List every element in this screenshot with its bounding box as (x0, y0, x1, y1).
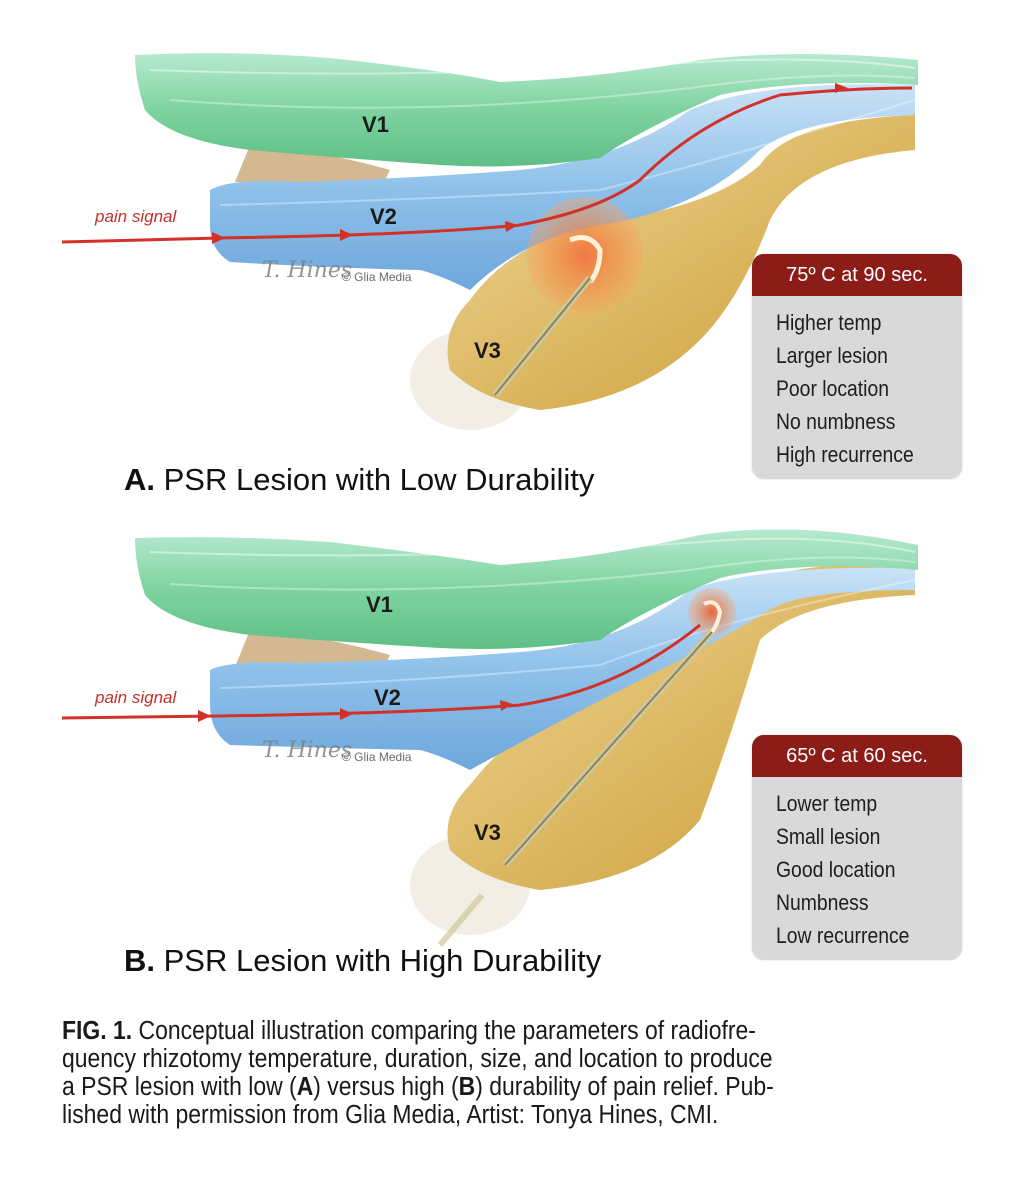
panel-b: V1 V2 V3 pain signal T. Hines © Glia Med… (0, 500, 1009, 990)
caption-panel-ref: A (296, 1073, 314, 1101)
lesion-area-b (688, 588, 736, 636)
parameter-item: Poor location (776, 376, 890, 401)
parameter-box-a: 75º C at 90 sec. Higher temp Larger lesi… (752, 254, 962, 479)
parameter-item: Good location (776, 857, 896, 882)
panel-b-title-text: PSR Lesion with High Durability (155, 943, 602, 978)
figure-caption: FIG. 1. Conceptual illustration comparin… (62, 1017, 952, 1129)
panel-a-letter: A. (124, 462, 155, 497)
caption-text: ) versus high ( (313, 1073, 459, 1101)
panel-b-title: B. PSR Lesion with High Durability (124, 943, 601, 979)
v1-branch-a (135, 53, 918, 167)
parameter-box-a-header: 75º C at 90 sec. (752, 254, 962, 296)
caption-panel-ref: B (458, 1073, 476, 1101)
pain-signal-label: pain signal (95, 688, 177, 707)
v3-branch-b (447, 560, 915, 890)
v1-branch-b (135, 529, 918, 649)
pain-signal-label: pain signal (95, 207, 177, 226)
v3-branch-a (447, 115, 915, 410)
parameter-list-a: Higher temp Larger lesion Poor location … (752, 296, 962, 479)
parameter-item: No numbness (776, 409, 896, 434)
figure-label: FIG. 1. (62, 1017, 133, 1045)
parameter-item: Higher temp (776, 310, 882, 335)
parameter-box-b-header: 65º C at 60 sec. (752, 735, 962, 777)
v1-label: V1 (366, 592, 393, 617)
parameter-item: Larger lesion (776, 343, 888, 368)
parameter-list-b: Lower temp Small lesion Good location Nu… (752, 777, 962, 960)
nerve-illustration-b (61, 529, 918, 947)
panel-a: V1 V2 V3 pain signal T. Hines © Glia Med… (0, 0, 1009, 500)
v2-label: V2 (374, 685, 401, 710)
parameter-box-b: 65º C at 60 sec. Lower temp Small lesion… (752, 735, 962, 960)
credit-watermark: © Glia Media (342, 750, 412, 764)
artist-signature: T. Hines (262, 738, 353, 763)
v1-label: V1 (362, 112, 389, 137)
panel-a-title-text: PSR Lesion with Low Durability (155, 462, 595, 497)
panel-a-title: A. PSR Lesion with Low Durability (124, 462, 594, 498)
caption-text: a PSR lesion with low ( (62, 1073, 297, 1101)
parameter-item: Low recurrence (776, 923, 910, 948)
caption-line-2: quency rhizotomy temperature, duration, … (62, 1045, 773, 1073)
v2-branch-b (210, 567, 915, 770)
lesion-area-a (527, 197, 643, 313)
artist-signature: T. Hines (262, 258, 353, 283)
panel-b-letter: B. (124, 943, 155, 978)
v3-label: V3 (474, 338, 501, 363)
caption-line-3: a PSR lesion with low (A) versus high (B… (62, 1073, 863, 1101)
v2-branch-a (210, 84, 915, 291)
pain-signal-arrow-a (61, 86, 913, 244)
caption-line-1: FIG. 1. Conceptual illustration comparin… (62, 1017, 863, 1045)
parameter-item: Numbness (776, 890, 869, 915)
v3-label: V3 (474, 820, 501, 845)
nerve-illustration-a (61, 53, 918, 430)
caption-line-4: lished with permission from Glia Media, … (62, 1101, 719, 1129)
caption-text: ) durability of pain relief. Pub- (475, 1073, 774, 1101)
parameter-item: High recurrence (776, 442, 914, 467)
v2-label: V2 (370, 204, 397, 229)
parameter-item: Small lesion (776, 824, 881, 849)
credit-watermark: © Glia Media (342, 270, 412, 284)
parameter-item: Lower temp (776, 791, 878, 816)
caption-text: Conceptual illustration comparing the pa… (132, 1017, 756, 1045)
